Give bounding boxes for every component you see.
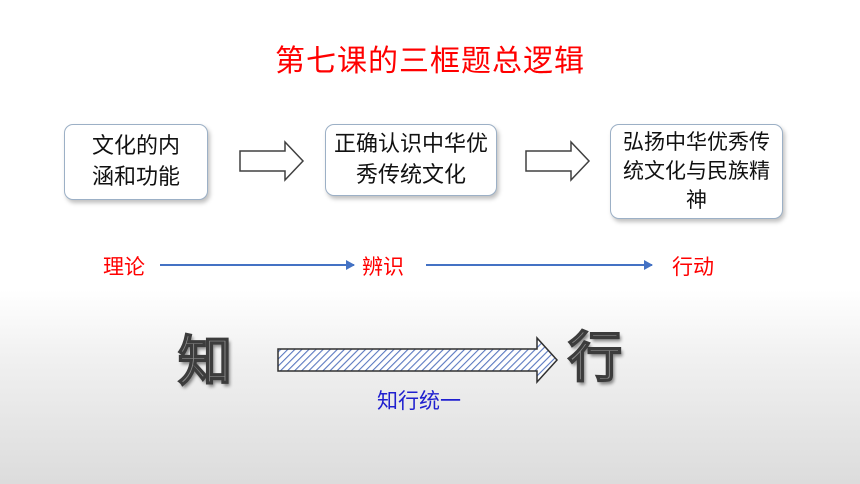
concept-box-culture-connotation: 文化的内涵和功能	[64, 124, 208, 200]
stage-label-theory: 理论	[103, 255, 145, 279]
concept-box-text: 文化的内涵和功能	[91, 134, 180, 190]
concept-box-text: 正确认识中华优秀传统文化	[333, 132, 488, 188]
concept-box-text: 弘扬中华优秀传统文化与民族精神	[623, 130, 770, 212]
action-char: 行	[567, 325, 623, 390]
concept-box-promote-spirit: 弘扬中华优秀传统文化与民族精神	[610, 124, 783, 219]
block-arrow-2	[525, 140, 591, 182]
stage-label-action: 行动	[672, 255, 714, 279]
block-arrow-1	[239, 140, 305, 182]
slide-title: 第七课的三框题总逻辑	[275, 44, 585, 79]
concept-box-understand-tradition: 正确认识中华优秀传统文化	[325, 124, 497, 196]
stage-label-identify: 辨识	[362, 255, 404, 279]
knowledge-char: 知	[177, 329, 233, 394]
unity-label: 知行统一	[377, 389, 461, 413]
unity-arrow	[277, 336, 559, 384]
